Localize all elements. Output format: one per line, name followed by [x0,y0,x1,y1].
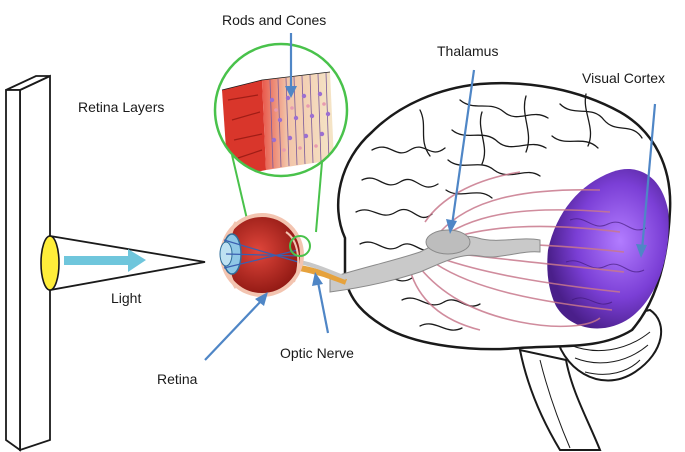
label-thalamus: Thalamus [437,43,498,59]
brain-illustration [330,83,670,450]
label-rods-and-cones: Rods and Cones [222,12,326,28]
arrow-optic-nerve [318,282,328,333]
eye-illustration [220,215,346,295]
label-retina-layers: Retina Layers [78,99,164,115]
label-retina: Retina [157,371,198,387]
label-light: Light [111,290,141,306]
arrow-retina [205,300,262,360]
label-optic-nerve: Optic Nerve [280,345,354,361]
thalamus-structure [426,230,470,254]
label-visual-cortex: Visual Cortex [582,70,665,86]
